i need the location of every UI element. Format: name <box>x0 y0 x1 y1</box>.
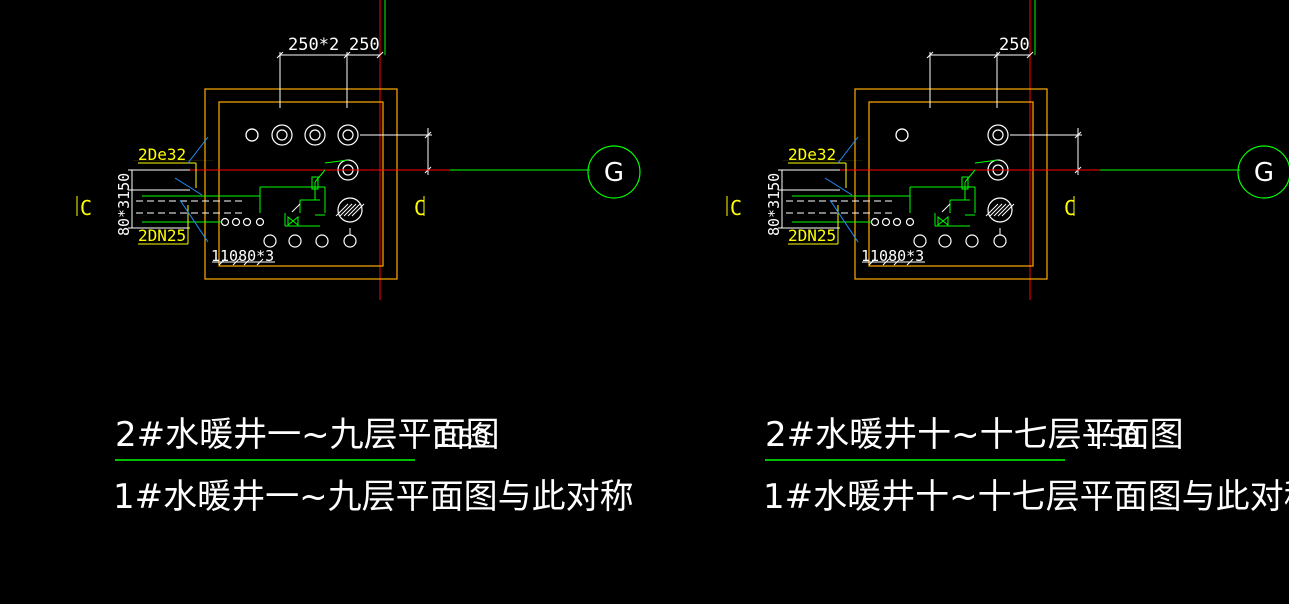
small-pipe <box>938 234 952 248</box>
shaft-outer-wall <box>854 88 1048 280</box>
riser-pipe-outer <box>337 124 359 146</box>
branch-pipe <box>314 169 326 183</box>
section-mark-left: C <box>80 196 92 220</box>
hatch-line <box>351 203 365 217</box>
small-pipe-branch <box>881 217 891 227</box>
dimension-text-left: 80*3150 <box>765 173 783 236</box>
shaft-inner-wall <box>218 101 384 267</box>
plan-title-scale: 1:50 <box>1085 424 1139 452</box>
plan-left: 250*225025080*31502De322DN2511080*3CCG2#… <box>76 0 641 517</box>
gate-valve <box>961 176 969 190</box>
dimension-tick <box>276 51 284 59</box>
dimension-tick <box>256 258 264 266</box>
leader-line <box>187 136 209 164</box>
section-mark-left: C <box>730 196 742 220</box>
leader-line <box>829 199 859 243</box>
pipe-label-lower: 2DN25 <box>138 226 186 245</box>
dimension-tick <box>218 258 226 266</box>
plan-title-scale: 1:50 <box>435 424 489 452</box>
dimension-tick <box>993 51 1001 59</box>
riser-pipe-inner <box>309 129 321 141</box>
dimension-text-bottom: 11080*3 <box>861 247 924 265</box>
hatch-line <box>347 203 361 217</box>
dimension-tick <box>1026 51 1034 59</box>
plan-title-main: 2#水暖井一~九层平面图 <box>115 415 500 455</box>
hatch-line <box>997 203 1011 217</box>
dimension-tick <box>343 51 351 59</box>
small-pipe-branch <box>242 217 252 227</box>
dimension-tick <box>424 131 432 139</box>
section-mark-right: C <box>1064 196 1076 220</box>
hatch-line <box>1001 203 1015 217</box>
dimension-tick <box>243 258 251 266</box>
plan-right: 25025080*31502De322DN2511080*3CCG2#水暖井十~… <box>726 0 1289 517</box>
riser-pipe-inner <box>276 129 288 141</box>
grid-axis-bubble <box>587 145 641 199</box>
hatch-line <box>335 203 349 217</box>
pipe-label-upper: 2De32 <box>788 145 836 164</box>
small-pipe-branch <box>231 217 241 227</box>
riser-pipe-inner <box>342 129 354 141</box>
dimension-tick <box>882 258 890 266</box>
plan-title-main: 2#水暖井十~十七层平面图 <box>765 415 1184 455</box>
small-pipe <box>263 234 277 248</box>
hatch-line <box>343 203 357 217</box>
leader-line <box>179 199 209 243</box>
hatch-line <box>985 203 999 217</box>
small-pipe-branch <box>255 217 265 227</box>
hatch-line <box>339 203 353 217</box>
valve-handle <box>291 203 301 213</box>
grid-axis-label: G <box>604 158 624 188</box>
shaft-outer-wall <box>204 88 398 280</box>
pipe-label-upper: 2De32 <box>138 145 186 164</box>
riser-pipe-outer <box>271 124 293 146</box>
dimension-tick <box>868 258 876 266</box>
pipe-label-lower: 2DN25 <box>788 226 836 245</box>
dimension-tick <box>893 258 901 266</box>
dimension-text-bottom: 11080*3 <box>211 247 274 265</box>
dimension-tick <box>1074 131 1082 139</box>
dimension-tick <box>376 51 384 59</box>
branch-pipe <box>974 159 999 164</box>
plan-title-sub: 1#水暖井十~十七层平面图与此对称 <box>763 477 1289 517</box>
dimension-tick <box>232 258 240 266</box>
dimension-tick <box>906 258 914 266</box>
section-mark-right: C <box>414 196 426 220</box>
small-pipe <box>245 128 259 142</box>
branch-pipe <box>324 159 349 164</box>
small-pipe <box>895 128 909 142</box>
hatch-line <box>989 203 1003 217</box>
large-pipe-hatched <box>987 197 1013 223</box>
gate-valve <box>311 176 319 190</box>
small-pipe-branch <box>892 217 902 227</box>
riser-pipe-outer <box>987 124 1009 146</box>
check-valve <box>937 215 949 227</box>
leader-line <box>837 136 859 164</box>
hatch-line <box>993 203 1007 217</box>
valve-handle <box>941 203 951 213</box>
shaft-inner-wall <box>868 101 1034 267</box>
small-pipe <box>965 234 979 248</box>
small-pipe <box>315 234 329 248</box>
small-pipe <box>288 234 302 248</box>
dimension-text-top-left: 250*2 <box>288 35 339 55</box>
small-pipe <box>913 234 927 248</box>
small-pipe-branch <box>905 217 915 227</box>
dimension-text-top-right: 250 <box>999 35 1030 55</box>
grid-axis-bubble <box>1237 145 1289 199</box>
dimension-tick <box>926 51 934 59</box>
leader-line <box>174 177 203 196</box>
leader-line <box>824 177 853 196</box>
large-pipe-hatched <box>337 197 363 223</box>
branch-pipe <box>964 169 976 183</box>
grid-axis-label: G <box>1254 158 1274 188</box>
dimension-text-top-right: 250 <box>349 35 380 55</box>
check-valve <box>287 215 299 227</box>
riser-pipe-inner <box>992 129 1004 141</box>
plan-title-sub: 1#水暖井一~九层平面图与此对称 <box>113 477 634 517</box>
dimension-text-left: 80*3150 <box>115 173 133 236</box>
riser-pipe-outer <box>304 124 326 146</box>
